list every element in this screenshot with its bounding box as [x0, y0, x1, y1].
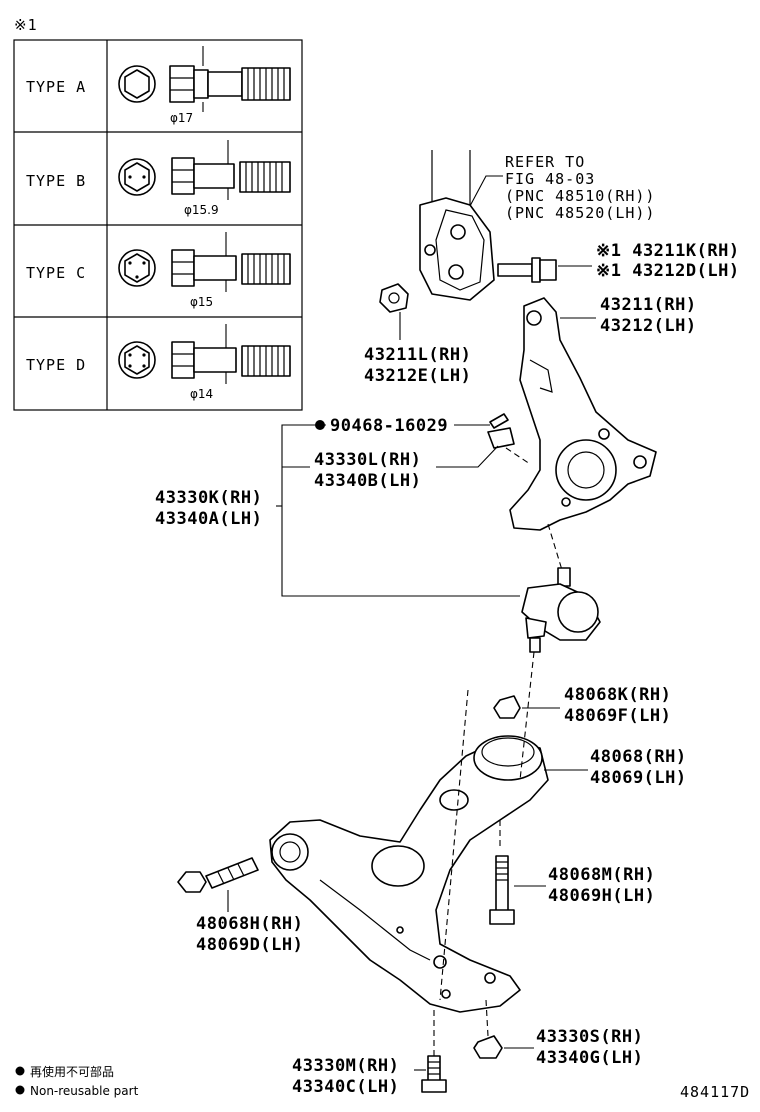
type-b-label: TYPE B — [26, 172, 86, 190]
svg-text:(PNC 48510(RH)): (PNC 48510(RH)) — [505, 187, 655, 205]
callout-43211l: 43211L(RH) — [364, 345, 471, 365]
callout-43340c: 43340C(LH) — [292, 1077, 399, 1097]
type-a-diameter: φ17 — [170, 111, 193, 125]
callout-43330l: 43330L(RH) — [314, 450, 421, 470]
callout-43330m: 43330M(RH) — [292, 1056, 399, 1076]
type-d-diameter: φ14 — [190, 387, 213, 401]
svg-text:(PNC 48520(LH)): (PNC 48520(LH)) — [505, 204, 655, 222]
callout-48068m: 48068M(RH) — [548, 865, 655, 885]
nut-48068k-icon — [493, 695, 521, 719]
callout-48069h: 48069H(LH) — [548, 886, 655, 906]
callout-43212d: ※1 43212D(LH) — [596, 261, 740, 281]
svg-text:FIG 48-03: FIG 48-03 — [505, 170, 595, 188]
callout-43340g: 43340G(LH) — [536, 1048, 643, 1068]
callout-90468: 90468-16029 — [330, 416, 448, 436]
svg-text:REFER TO: REFER TO — [505, 153, 585, 171]
callout-48068k: 48068K(RH) — [564, 685, 671, 705]
note-mark: ※1 — [14, 16, 38, 34]
type-d-label: TYPE D — [26, 356, 86, 374]
type-b-diameter: φ15.9 — [184, 203, 219, 217]
callout-43340a: 43340A(LH) — [155, 509, 262, 529]
refer-text: REFER TO FIG 48-03 (PNC 48510(RH)) (PNC … — [505, 153, 655, 222]
legend-jp: 再使用不可部品 — [30, 1064, 114, 1079]
type-c-label: TYPE C — [26, 264, 86, 282]
callout-48069: 48069(LH) — [590, 768, 687, 788]
legend-dot-icon — [15, 1085, 25, 1095]
bolt-48068m-icon — [489, 855, 515, 925]
legend-dot-icon — [15, 1066, 25, 1076]
legend-en: Non-reusable part — [30, 1084, 139, 1098]
cotter-pin-icon — [489, 413, 509, 429]
nut-43211l-icon — [379, 283, 409, 313]
bolt-43330m-icon — [421, 1055, 447, 1093]
callout-48068: 48068(RH) — [590, 747, 687, 767]
callout-43211: 43211(RH) — [600, 295, 697, 315]
type-table: TYPE A TYPE B TYPE C TYPE D φ17 — [13, 39, 303, 411]
callout-48069f: 48069F(LH) — [564, 706, 671, 726]
shock-absorber-bracket-icon — [419, 150, 495, 301]
lower-control-arm-icon — [269, 735, 549, 1013]
type-a-label: TYPE A — [26, 78, 86, 96]
bolt-48068h-icon — [177, 857, 259, 893]
callout-48069d: 48069D(LH) — [196, 935, 303, 955]
nut-43330s-icon — [473, 1035, 503, 1059]
callout-43330s: 43330S(RH) — [536, 1027, 643, 1047]
type-c-diameter: φ15 — [190, 295, 213, 309]
steering-knuckle-icon — [509, 297, 657, 531]
callout-43212: 43212(LH) — [600, 316, 697, 336]
callout-43211k: ※1 43211K(RH) — [596, 241, 740, 261]
hub-bolt-type-b-icon — [118, 140, 291, 200]
hub-bolt-type-d-icon — [118, 324, 291, 384]
callout-43340b: 43340B(LH) — [314, 471, 421, 491]
hub-bolt-type-c-icon — [118, 232, 291, 292]
castle-nut-icon — [487, 427, 515, 449]
callout-48068h: 48068H(RH) — [196, 914, 303, 934]
callout-43330k: 43330K(RH) — [155, 488, 262, 508]
legend: 再使用不可部品 Non-reusable part — [15, 1064, 139, 1098]
flange-bolt-43211k-icon — [497, 257, 557, 283]
hub-bolt-type-a-icon — [118, 46, 291, 112]
callout-43212e: 43212E(LH) — [364, 366, 471, 386]
figure-id: 484117D — [680, 1083, 750, 1101]
ball-joint-icon — [521, 567, 601, 653]
